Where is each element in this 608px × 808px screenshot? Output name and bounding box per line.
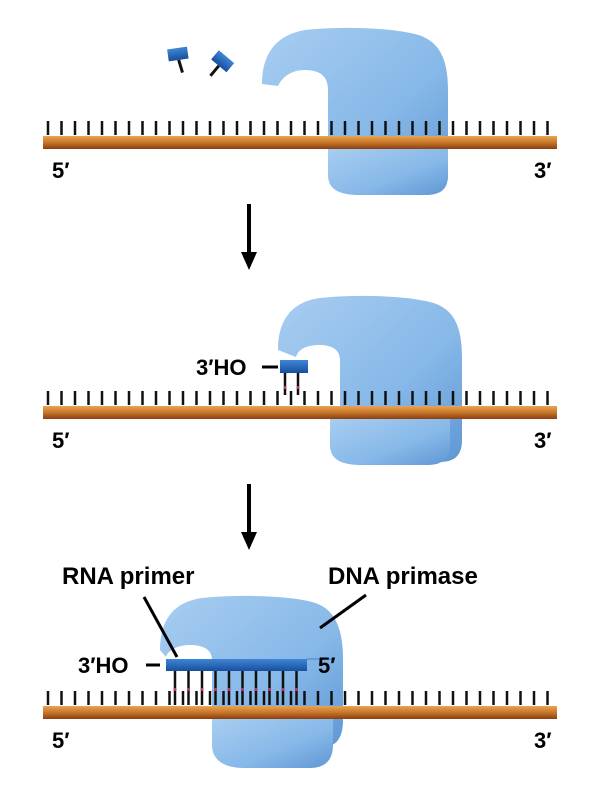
dna-template-strand xyxy=(43,706,557,719)
dna-primase-leader-line xyxy=(319,593,367,630)
three-prime-label: 3′ xyxy=(534,728,552,753)
rna-primer-label: RNA primer xyxy=(62,563,194,590)
rna-nucleotide xyxy=(280,360,308,373)
dna-primase-label: DNA primase xyxy=(328,563,478,590)
five-prime-label: 5′ xyxy=(52,428,70,453)
arrow-down-icon xyxy=(241,484,257,550)
dna-bases xyxy=(46,391,549,405)
five-prime-label: 5′ xyxy=(52,728,70,753)
nucleotide xyxy=(167,46,189,73)
three-prime-label: 3′ xyxy=(534,428,552,453)
arrow-down-icon xyxy=(241,204,257,270)
three-prime-label: 3′ xyxy=(534,158,552,183)
dna-template-strand xyxy=(43,136,557,149)
panel-1: 5′ 3′ xyxy=(43,27,557,196)
rna-primer-leader-line xyxy=(142,596,179,658)
panel-3: 3′HO 5′ 5′ 3′ RNA primer DNA primase xyxy=(43,563,557,768)
rna-primer xyxy=(166,659,307,671)
three-prime-oh-label: 3′HO xyxy=(78,653,129,678)
dna-bases xyxy=(46,691,549,705)
dna-bases xyxy=(46,121,549,135)
five-prime-label: 5′ xyxy=(52,158,70,183)
panel-2: 3′HO 5′ 3′ xyxy=(43,295,557,465)
primer-nucleotides xyxy=(280,360,308,395)
nucleotide xyxy=(209,50,235,77)
three-prime-oh-label: 3′HO xyxy=(196,355,247,380)
primer-base-pairs xyxy=(173,671,298,705)
primer-five-prime-label: 5′ xyxy=(318,653,336,678)
dna-template-strand xyxy=(43,406,557,419)
